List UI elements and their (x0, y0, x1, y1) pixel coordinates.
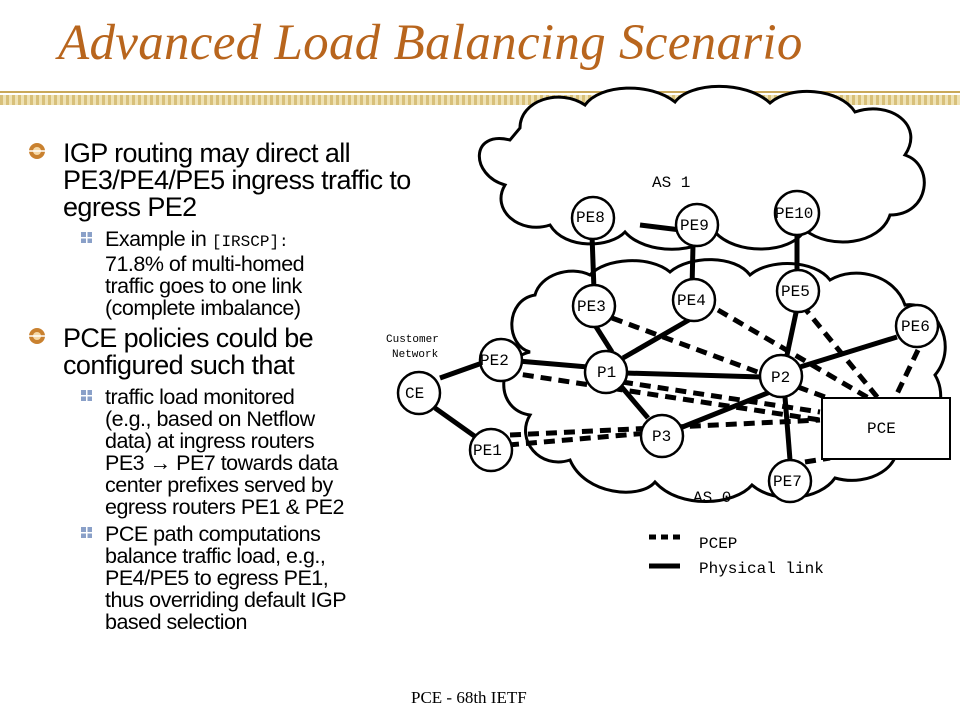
bullet-2: PCE policies could be configured such th… (28, 325, 428, 379)
bullet-2-sub-1: traffic load monitored (e.g., based on N… (28, 386, 428, 518)
node-pe4 (671, 277, 717, 323)
node-label-pe1: PE1 (473, 442, 502, 460)
sub-1-line-3: traffic goes to one link (105, 274, 302, 298)
pcep-p1-pce (621, 379, 821, 415)
bullet-2-sub-2: PCE path computations balance traffic lo… (28, 523, 428, 633)
link-pe8-pe3 (589, 234, 597, 291)
bullet-2-text: PCE policies could be configured such th… (63, 323, 314, 380)
sub-2-line-4: PE3 (105, 451, 150, 475)
node-label-p2: P2 (771, 369, 790, 387)
pce-box (821, 397, 951, 460)
node-pe8 (570, 195, 616, 241)
sub-1-line-1: Example in (105, 227, 212, 251)
nodes (396, 189, 940, 504)
node-pe3 (571, 283, 617, 329)
pcep-sessions (504, 303, 921, 465)
sub-2-line-3: data) at ingress routers (105, 429, 315, 453)
node-p1 (583, 349, 629, 395)
node-label-pe3: PE3 (577, 298, 606, 316)
sub-2-line-1: traffic load monitored (105, 385, 295, 409)
arrow-icon: → (149, 451, 172, 475)
pcep-pe6-pce (892, 348, 921, 400)
link-pe2-p1 (517, 358, 589, 370)
sub-2-line-5: PE7 towards data (170, 451, 338, 475)
node-pe7 (767, 458, 813, 504)
node-pe1 (468, 427, 514, 473)
footer: PCE - 68th IETF (411, 688, 527, 707)
sub-bullet-marker-icon (81, 232, 92, 243)
node-label-pe8: PE8 (576, 209, 605, 227)
legend-physical-label: Physical link (699, 560, 824, 578)
node-pe9 (674, 202, 720, 248)
node-label-ce: CE (405, 385, 424, 403)
node-pe6 (894, 303, 940, 349)
as1-label: AS 1 (652, 174, 690, 192)
pce-label: PCE (867, 420, 896, 438)
sub-3-line-3: PE4/PE5 to egress PE1, (105, 566, 329, 590)
slide-title: Advanced Load Balancing Scenario (58, 15, 803, 71)
link-p1-p3 (618, 383, 650, 420)
customer-label: Customer (386, 334, 439, 346)
legend: PCEP Physical link (649, 534, 824, 578)
as0-cloud (502, 258, 947, 503)
node-ce (396, 370, 442, 416)
node-p3 (639, 413, 685, 459)
pcep-pe5-pce (800, 303, 880, 400)
bullet-marker-icon (29, 328, 45, 344)
bullet-1-sub-1: Example in [IRSCP]: 71.8% of multi-homed… (28, 228, 428, 319)
network-label: Network (392, 349, 439, 361)
node-label-pe6: PE6 (901, 318, 930, 336)
bullet-1-text: IGP routing may direct all PE3/PE4/PE5 i… (63, 138, 411, 222)
bullet-list: IGP routing may direct all PE3/PE4/PE5 i… (28, 140, 428, 638)
pcep-pe1-p3 (507, 429, 661, 448)
irscp-reference: [IRSCP]: (211, 233, 289, 251)
node-pe2 (478, 337, 524, 383)
bullet-1: IGP routing may direct all PE3/PE4/PE5 i… (28, 140, 428, 221)
node-pe10 (773, 189, 821, 237)
sub-3-line-2: balance traffic load, e.g., (105, 544, 326, 568)
sub-2-line-2: (e.g., based on Netflow (105, 407, 315, 431)
link-pe5-p2 (784, 307, 800, 356)
link-p2-pe6 (799, 334, 898, 370)
node-p2 (758, 353, 804, 399)
sub-2-line-6: center prefixes served by (105, 473, 333, 497)
link-p1-p2 (624, 370, 763, 380)
sub-3-line-1: PCE path computations (105, 522, 321, 546)
link-ce-pe2 (439, 359, 486, 381)
pcep-pe3-pce (611, 315, 861, 413)
node-label-p3: P3 (652, 428, 671, 446)
node-label-pe7: PE7 (773, 473, 802, 491)
sub-bullet-marker-icon (81, 390, 92, 401)
sub-3-line-4: thus overriding default IGP (105, 588, 347, 612)
sub-2-line-7: egress routers PE1 & PE2 (105, 495, 344, 519)
as0-label: AS 0 (693, 489, 731, 507)
node-label-p1: P1 (597, 364, 616, 382)
node-pe5 (775, 268, 821, 314)
sub-1-line-2: 71.8% of multi-homed (105, 252, 305, 276)
link-pe4-p1 (621, 314, 696, 361)
title-rule (0, 95, 960, 105)
title-rule-line (0, 91, 960, 93)
sub-3-line-5: based selection (105, 610, 247, 634)
bullet-marker-icon (29, 143, 45, 159)
node-label-pe10: PE10 (775, 205, 813, 223)
pcep-pe1-pce (509, 417, 821, 438)
node-label-pe2: PE2 (480, 352, 509, 370)
pcep-pe4-pce (716, 307, 874, 403)
node-label-pe9: PE9 (680, 217, 709, 235)
sub-1-line-4: (complete imbalance) (105, 296, 301, 320)
sub-bullet-marker-icon (81, 527, 92, 538)
legend-pcep-label: PCEP (699, 535, 737, 553)
link-p3-p2 (679, 389, 771, 431)
node-label-pe4: PE4 (677, 292, 706, 310)
link-ce-pe1 (433, 405, 482, 443)
node-label-pe5: PE5 (781, 283, 810, 301)
